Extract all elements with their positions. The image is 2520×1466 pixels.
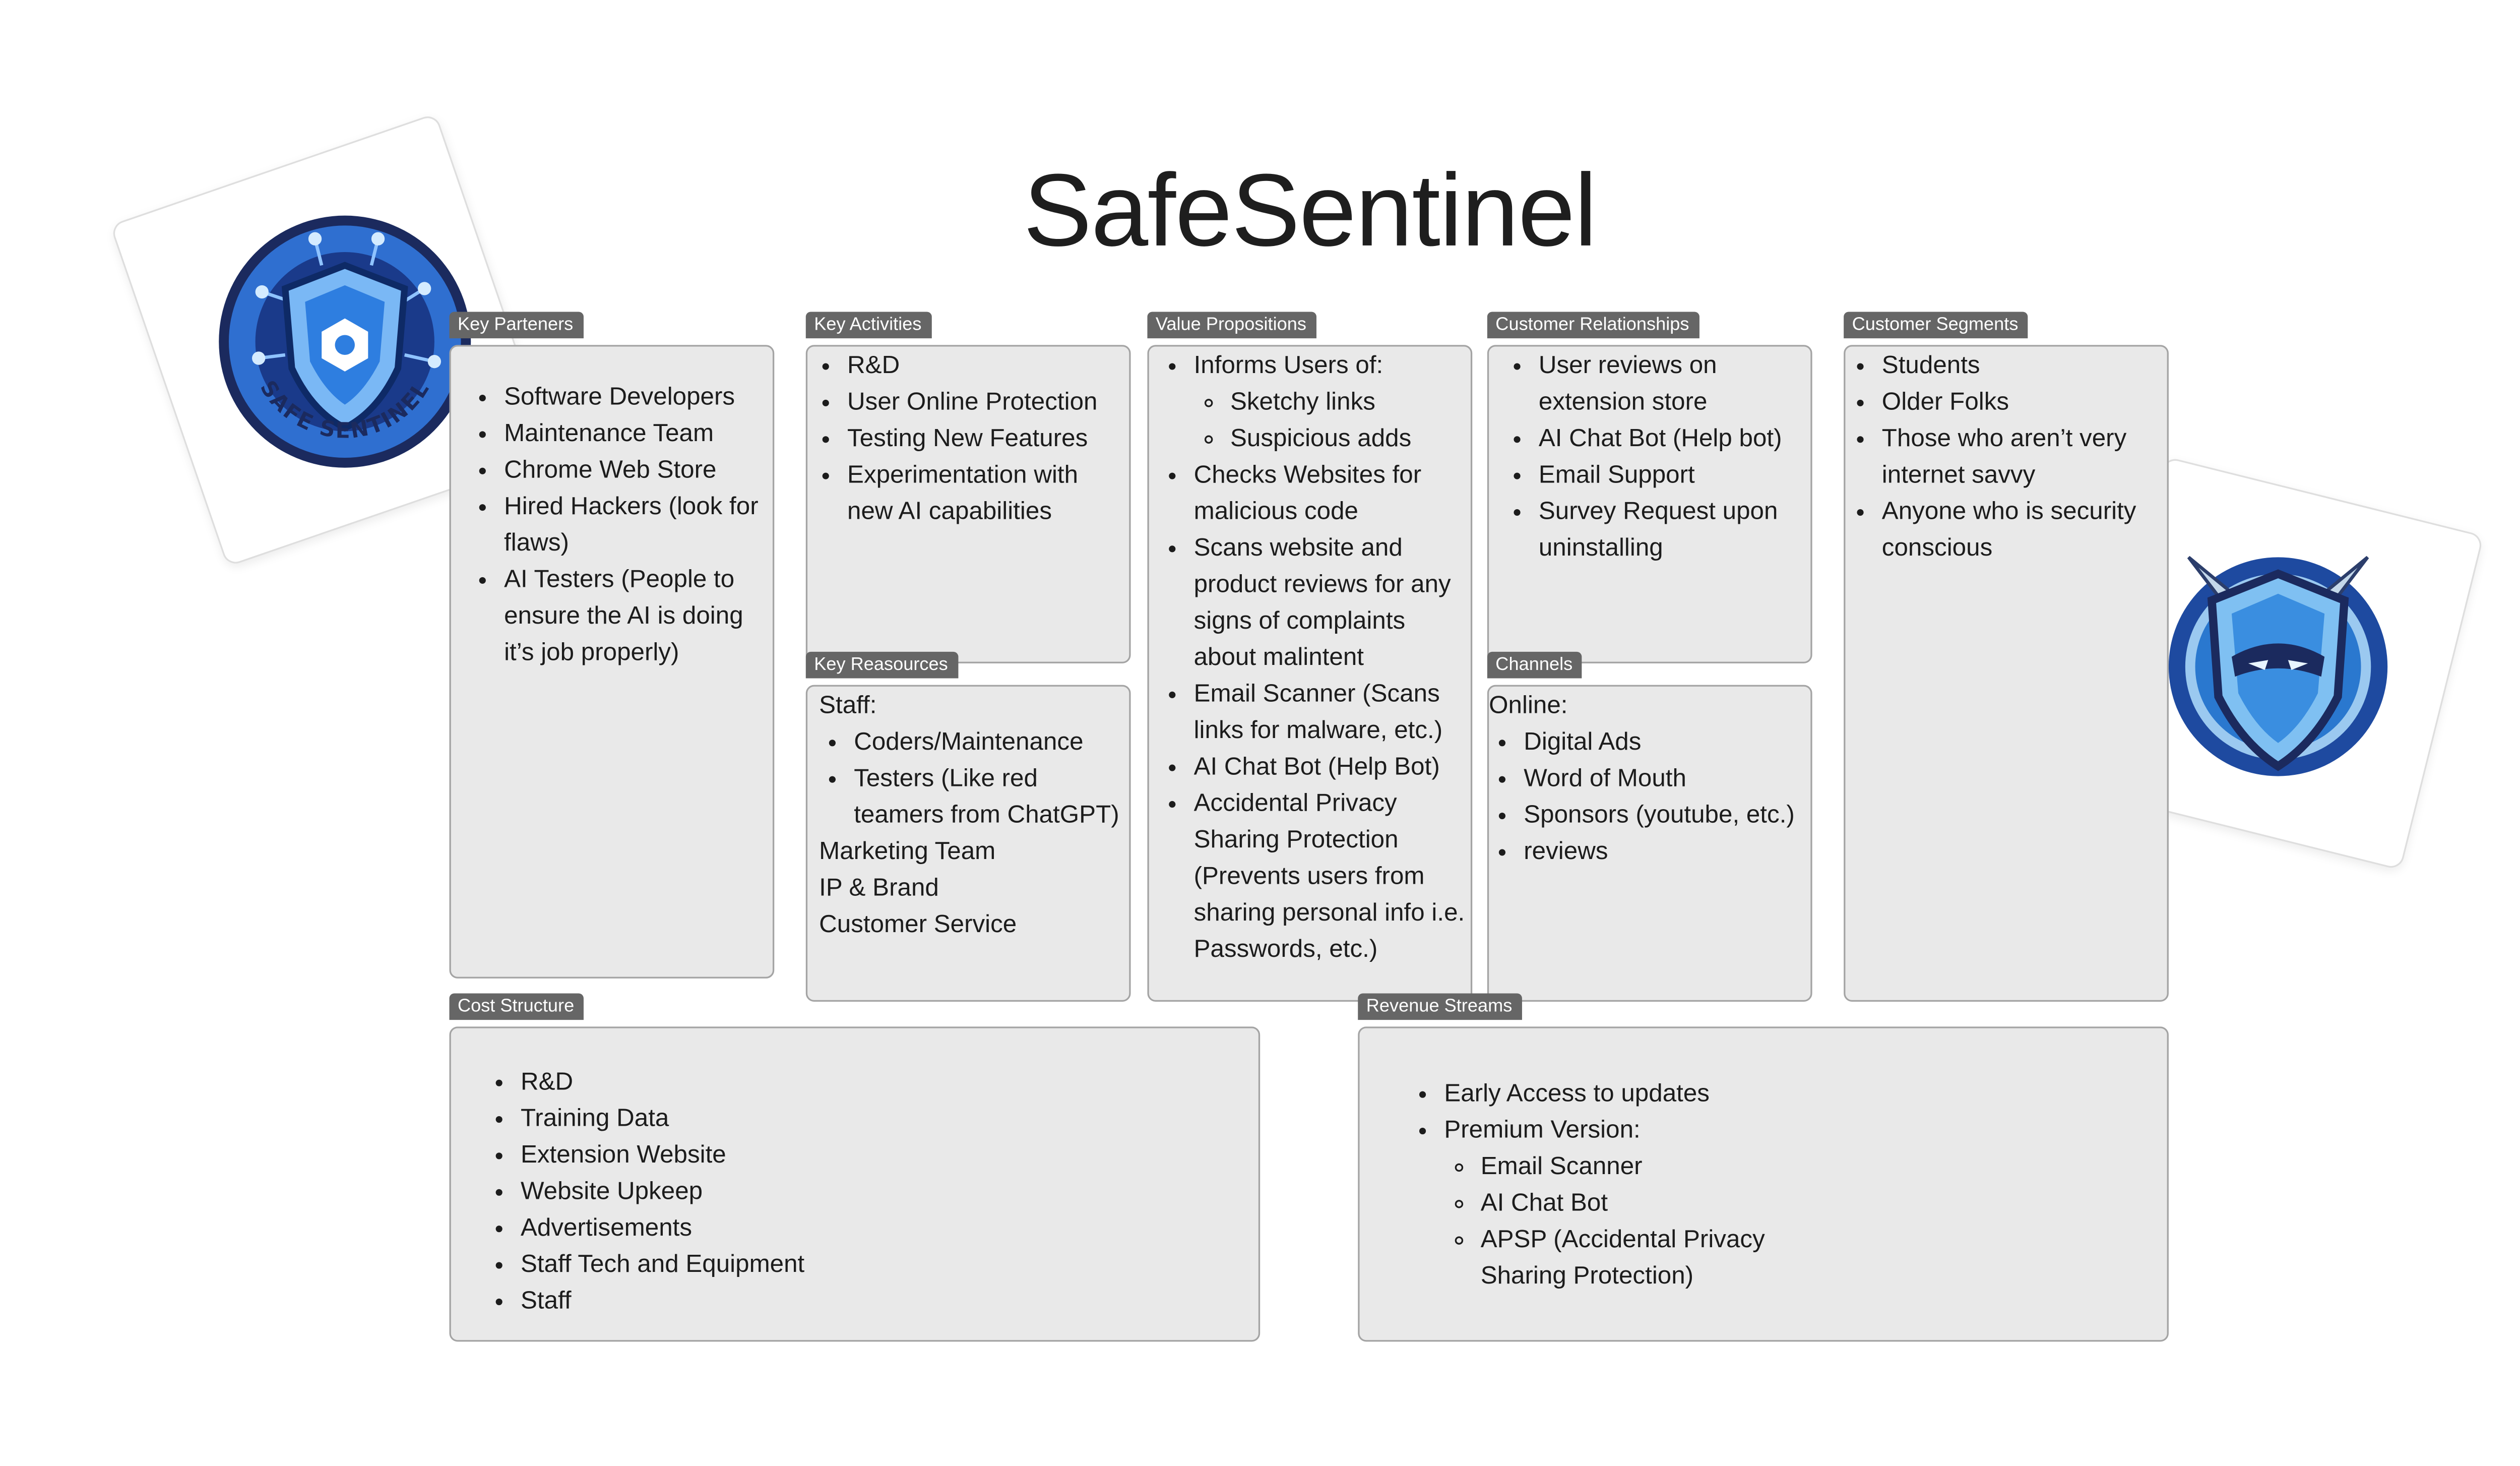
resource-item: Marketing Team [819,837,996,866]
list-item: Early Access to updates [1444,1076,2160,1113]
list-item: User reviews on extension store [1539,348,1804,421]
list-item: Older Folks [1882,385,2161,421]
list-item: Training Data [521,1101,1252,1137]
list-item: Scans website and product reviews for an… [1194,531,1468,677]
list-item: Staff [521,1284,1252,1320]
customer-relationships-tag: Customer Relationships [1487,312,1699,339]
key-partners-list: Software Developers Maintenance Team Chr… [469,380,766,671]
key-activities-box: R&D User Online Protection Testing New F… [805,345,1131,663]
list-item: Digital Ads [1524,725,1804,761]
channels-list: Digital Ads Word of Mouth Sponsors (yout… [1489,725,1804,871]
list-item: Survey Request upon uninstalling [1539,494,1804,567]
list-item: Website Upkeep [521,1174,1252,1210]
key-activities-tag: Key Activities [805,312,932,339]
inform-sublist: Sketchy links Suspicious adds [1194,385,1468,458]
list-item: Email Scanner [1481,1149,2161,1186]
list-item: Extension Website [521,1138,1252,1174]
list-item: Coders/Maintenance [854,725,1129,761]
list-item: Email Support [1539,458,1804,494]
resource-item: Customer Service [819,910,1017,939]
list-item: Experimentation with new AI capabilities [847,458,1122,531]
premium-sublist: Email Scanner AI Chat Bot APSP (Accident… [1444,1149,2160,1295]
customer-relationships-list: User reviews on extension store AI Chat … [1504,348,1804,567]
list-item: Word of Mouth [1524,761,1804,798]
value-propositions-tag: Value Propositions [1147,312,1316,339]
list-item: Testers (Like red teamers from ChatGPT) [854,761,1129,834]
list-item: Staff Tech and Equipment [521,1247,1252,1284]
safe-sentinel-logo-icon: SAFE SENTINEL [219,215,471,468]
inform-label: Informs Users of: [1193,351,1383,380]
value-propositions-list: Informs Users of: Sketchy links Suspicio… [1159,348,1468,968]
key-resources-box: Staff: Coders/Maintenance Testers (Like … [805,685,1131,1002]
list-item: Premium Version: Email Scanner AI Chat B… [1444,1113,2160,1295]
premium-label: Premium Version: [1444,1116,1641,1144]
staff-label: Staff: [819,691,877,720]
list-item: Software Developers [504,380,766,416]
list-item: reviews [1524,834,1804,871]
list-item: Those who aren’t very internet savvy [1882,421,2161,495]
list-item: Anyone who is security conscious [1882,494,2161,567]
cost-structure-box: R&D Training Data Extension Website Webs… [449,1026,1261,1342]
cost-structure-list: R&D Training Data Extension Website Webs… [486,1065,1252,1320]
list-item: R&D [847,348,1122,385]
resource-item: IP & Brand [819,874,939,902]
list-item: AI Chat Bot (Help Bot) [1194,750,1468,786]
list-item: APSP (Accidental Privacy Sharing Protect… [1481,1223,1796,1296]
ninja-shield-logo-icon [2168,556,2388,776]
customer-relationships-box: User reviews on extension store AI Chat … [1487,345,1812,663]
list-item: R&D [521,1065,1252,1101]
list-item: Advertisements [521,1210,1252,1247]
list-item: Informs Users of: Sketchy links Suspicio… [1194,348,1468,458]
customer-segments-box: Students Older Folks Those who aren’t ve… [1844,345,2169,1002]
revenue-streams-list: Early Access to updates Premium Version:… [1409,1076,2160,1295]
list-item: Sketchy links [1230,385,1467,421]
value-propositions-box: Informs Users of: Sketchy links Suspicio… [1147,345,1473,1002]
list-item: Testing New Features [847,421,1122,458]
key-resources-tag: Key Reasources [805,651,958,679]
key-activities-list: R&D User Online Protection Testing New F… [812,348,1122,531]
list-item: Sponsors (youtube, etc.) [1524,798,1804,834]
list-item: Suspicious adds [1230,421,1467,458]
revenue-streams-box: Early Access to updates Premium Version:… [1358,1026,2169,1342]
list-item: Chrome Web Store [504,453,766,489]
key-partners-tag: Key Parteners [449,312,583,339]
list-item: AI Testers (People to ensure the AI is d… [504,562,766,671]
list-item: Email Scanner (Scans links for malware, … [1194,677,1468,750]
list-item: Accidental Privacy Sharing Protection (P… [1194,786,1468,968]
list-item: Checks Websites for malicious code [1194,458,1468,531]
staff-list: Coders/Maintenance Testers (Like red tea… [819,725,1129,834]
revenue-streams-tag: Revenue Streams [1358,993,1523,1020]
page-title: SafeSentinel [1023,154,1597,269]
list-item: User Online Protection [847,385,1122,421]
cost-structure-tag: Cost Structure [449,993,585,1020]
online-label: Online: [1489,691,1568,720]
channels-box: Online: Digital Ads Word of Mouth Sponso… [1487,685,1812,1002]
customer-segments-list: Students Older Folks Those who aren’t ve… [1847,348,2161,567]
channels-tag: Channels [1487,651,1583,679]
list-item: AI Chat Bot (Help bot) [1539,421,1804,458]
list-item: Students [1882,348,2161,385]
list-item: AI Chat Bot [1481,1186,2161,1222]
list-item: Maintenance Team [504,416,766,453]
list-item: Hired Hackers (look for flaws) [504,489,766,562]
key-partners-box: Software Developers Maintenance Team Chr… [449,345,775,979]
customer-segments-tag: Customer Segments [1844,312,2029,339]
